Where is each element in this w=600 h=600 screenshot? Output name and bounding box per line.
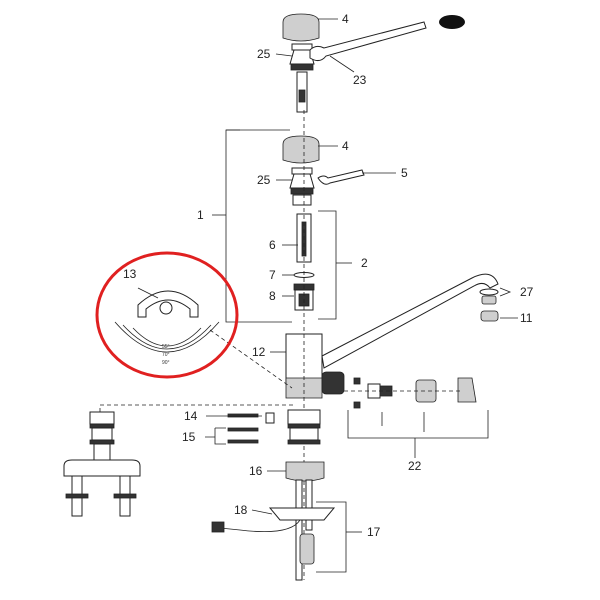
- label-25: 25: [257, 173, 271, 187]
- label-18: 18: [234, 503, 248, 517]
- angle-label-55: 55°: [162, 344, 170, 350]
- base-ring-part-16: [285, 461, 325, 482]
- angle-label-70: 70°: [162, 352, 170, 358]
- label-15: 15: [182, 430, 196, 444]
- label-11: 11: [520, 311, 533, 325]
- label-25-top: 25: [257, 47, 271, 61]
- aerator-part-11: [480, 310, 499, 322]
- label-14: 14: [184, 409, 198, 423]
- cap-part-4: [282, 135, 320, 164]
- valve-insert: [287, 409, 321, 445]
- mounting-kit-part-18: [211, 479, 336, 581]
- label-22: 22: [408, 459, 422, 473]
- label-2: 2: [361, 256, 368, 270]
- label-6: 6: [269, 238, 276, 252]
- label-4-top: 4: [342, 12, 349, 26]
- angle-label-90: 90°: [162, 360, 170, 366]
- label-8: 8: [269, 289, 276, 303]
- rotation-limit-inset: 55° 70° 90°: [95, 251, 239, 379]
- label-23: 23: [353, 73, 367, 87]
- cartridge-head-part-25-top: [289, 43, 315, 113]
- label-13: 13: [123, 267, 137, 281]
- base-assembly-detail: [63, 411, 141, 517]
- label-1: 1: [197, 208, 204, 222]
- label-27: 27: [520, 285, 534, 299]
- highlight-circle: [95, 251, 239, 379]
- label-17: 17: [367, 525, 381, 539]
- label-4: 4: [342, 139, 349, 153]
- screw-part-14: [265, 412, 275, 424]
- aerator-part-27: [479, 288, 499, 305]
- long-lever-part-23: [309, 15, 465, 62]
- diverter-kit-part-22: [344, 377, 477, 432]
- short-lever-part-5: [317, 169, 365, 185]
- leader-lines: [267, 18, 518, 472]
- label-12: 12: [252, 345, 266, 359]
- cap-part-4-top: [282, 13, 320, 42]
- label-16: 16: [249, 464, 263, 478]
- o-rings-part-15: [227, 413, 259, 444]
- label-5: 5: [401, 166, 408, 180]
- cartridge-head-part-25: [289, 167, 315, 206]
- label-7: 7: [269, 268, 276, 282]
